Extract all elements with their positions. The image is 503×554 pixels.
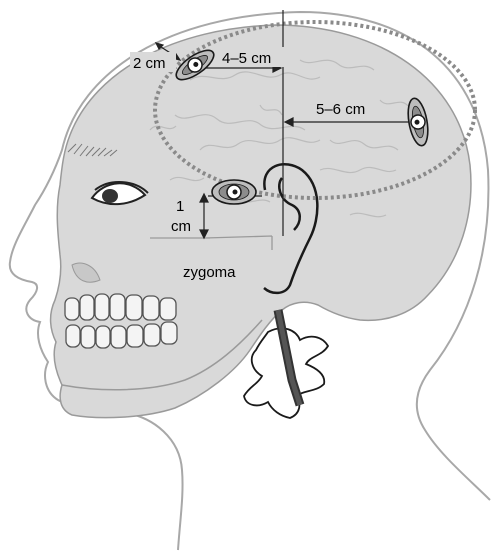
- burr-hole-electrode-temporal: [212, 180, 256, 204]
- label-1cm-number: 1: [176, 198, 184, 215]
- label-1cm-unit: cm: [171, 218, 191, 235]
- label-zygoma: zygoma: [183, 264, 236, 281]
- label-2cm: 2 cm: [133, 55, 166, 72]
- label-4-5cm: 4–5 cm: [222, 50, 271, 67]
- label-5-6cm: 5–6 cm: [316, 101, 365, 118]
